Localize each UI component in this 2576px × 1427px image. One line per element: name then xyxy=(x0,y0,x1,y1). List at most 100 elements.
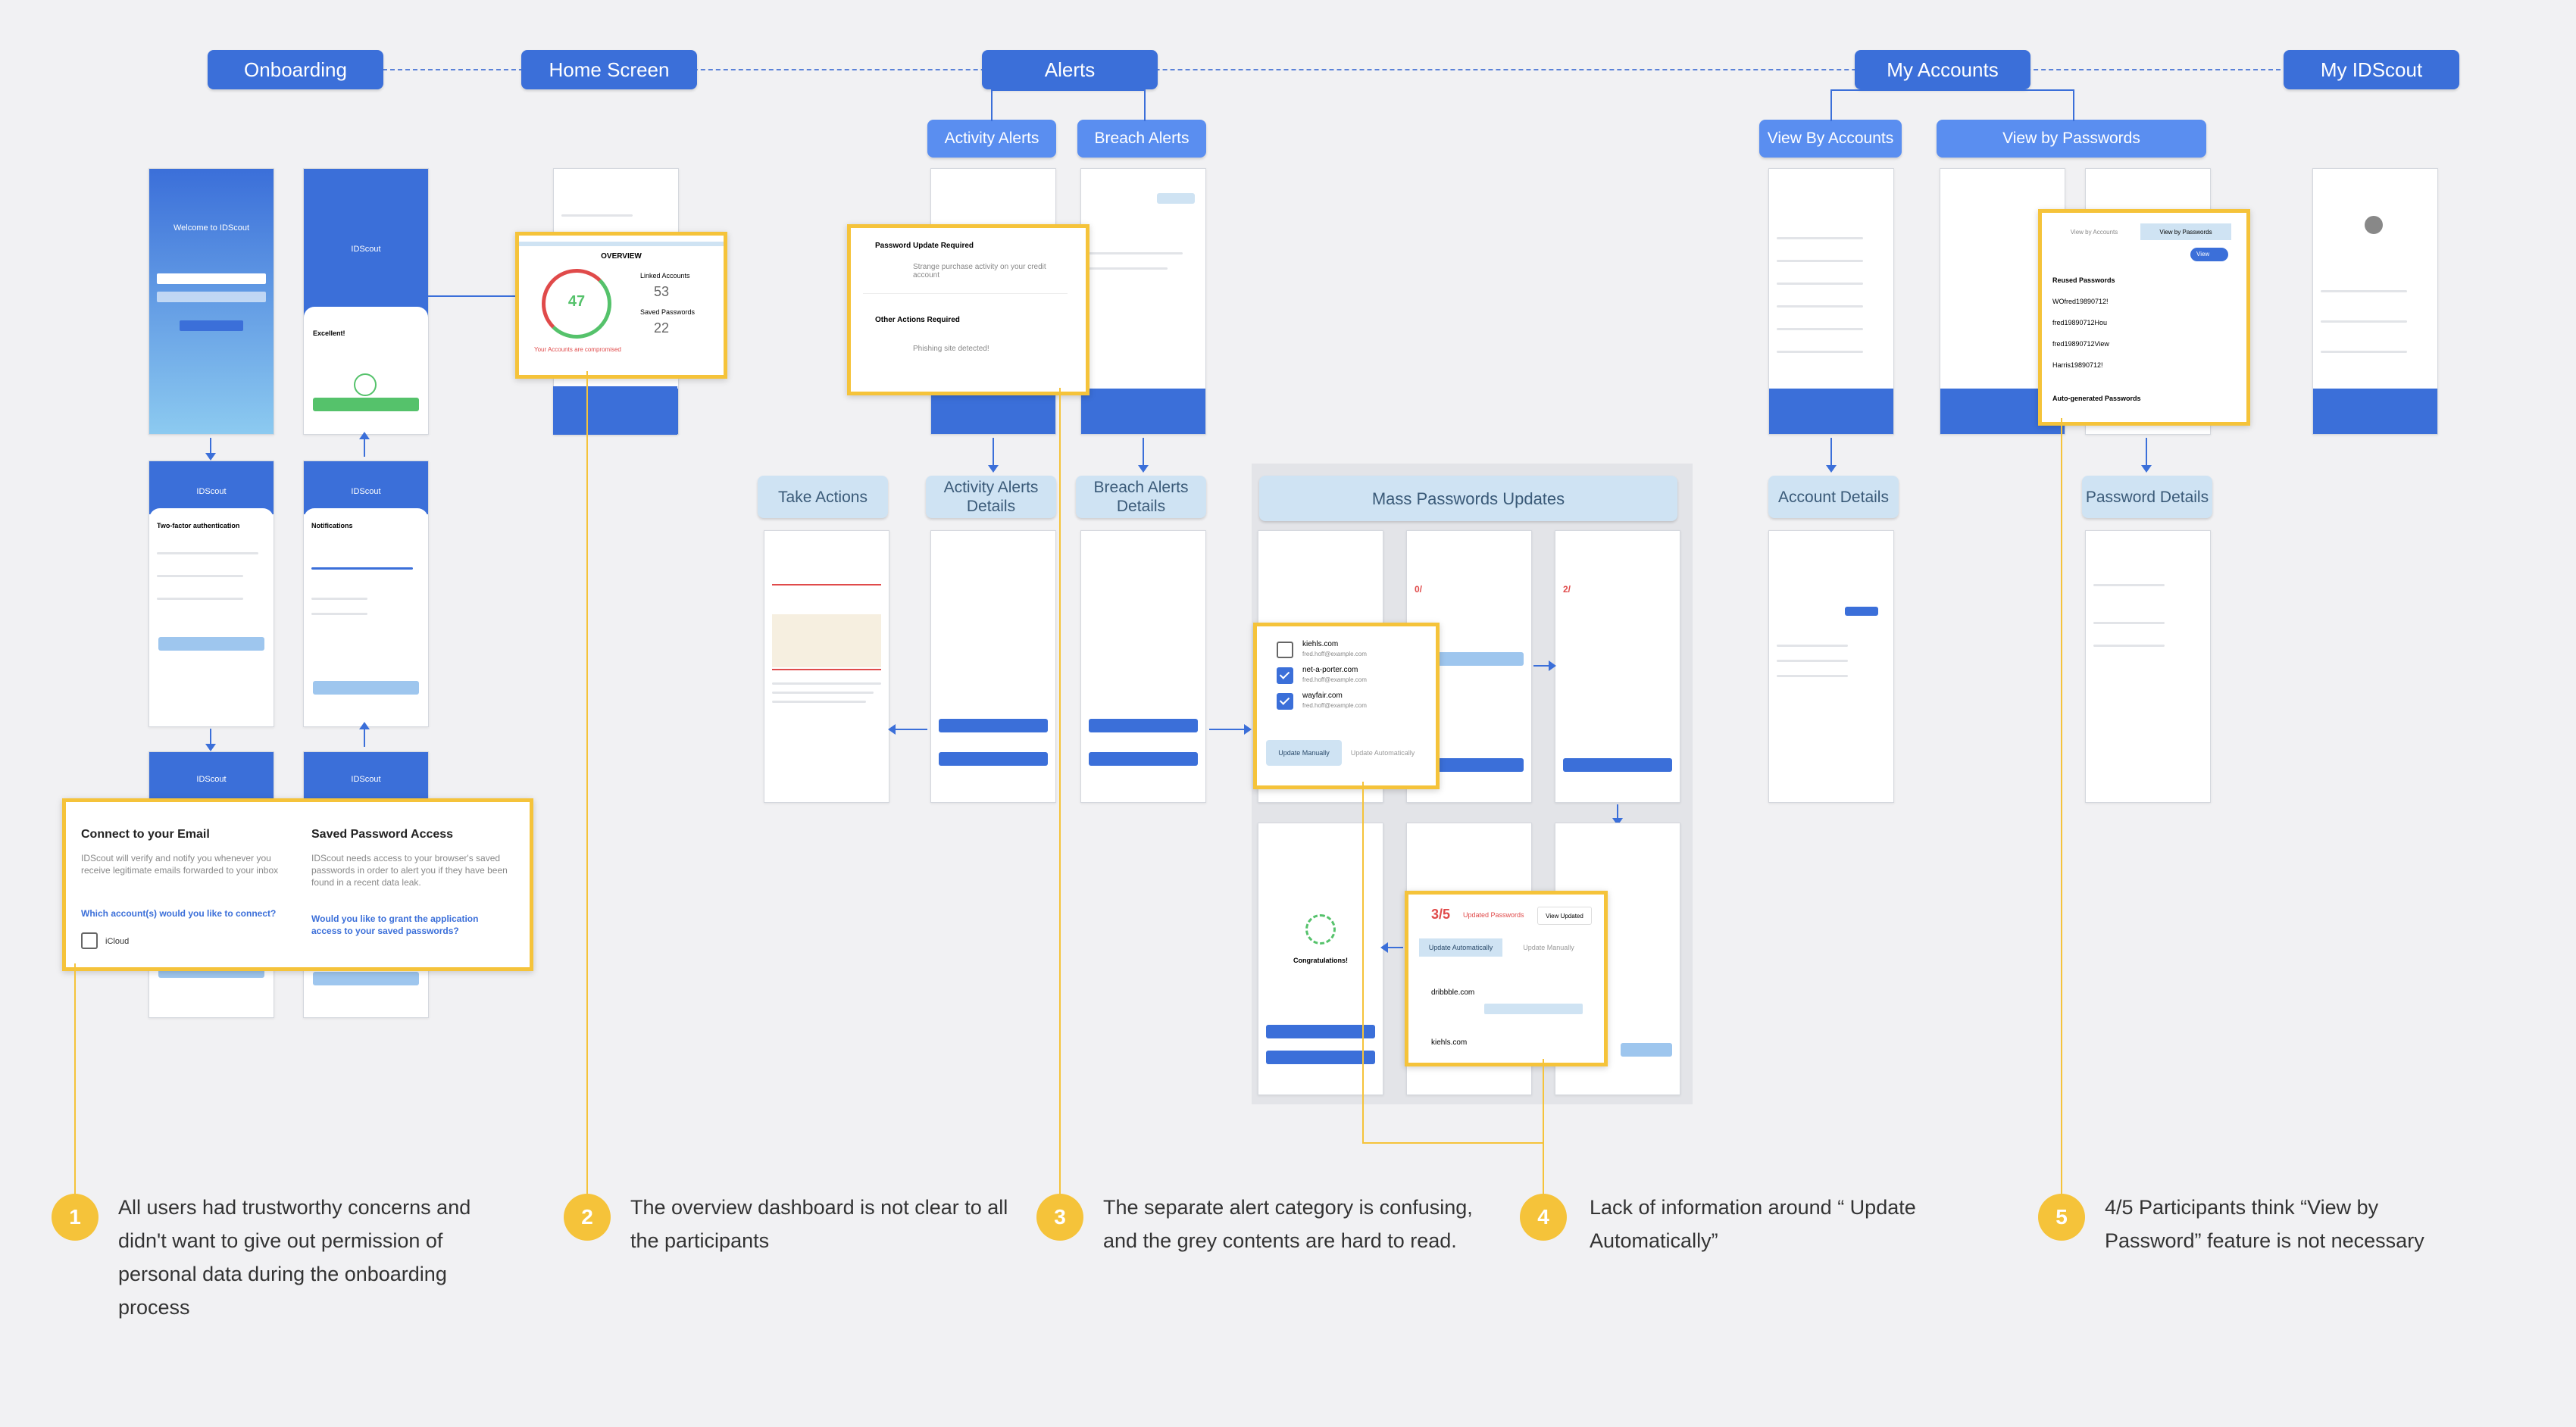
home-nav-visible[interactable] xyxy=(553,386,677,435)
save-button-2[interactable] xyxy=(1563,758,1672,772)
section-alerts[interactable]: Alerts xyxy=(982,50,1158,89)
subsection-mass-passwords-updates[interactable]: Mass Passwords Updates xyxy=(1259,476,1677,521)
reused-password-4[interactable]: Harris19890712! xyxy=(2052,361,2103,369)
ignore-breach-button[interactable] xyxy=(1089,752,1198,766)
section-my-idscout[interactable]: My IDScout xyxy=(2284,50,2459,89)
congrats-title: Congratulations! xyxy=(1293,957,1348,964)
email-brand: IDScout xyxy=(196,775,227,784)
take-action-button[interactable] xyxy=(939,719,1048,732)
update-manual-tab[interactable]: Update Manually xyxy=(1523,944,1574,951)
callout-onboarding: Connect to your Email IDScout will verif… xyxy=(62,798,533,971)
tab-view-by-accounts[interactable]: View by Accounts xyxy=(2070,228,2118,236)
two-factor-continue-button[interactable] xyxy=(158,637,264,651)
site-name-2: net-a-porter.com xyxy=(1302,666,1358,674)
screen-update-progress-2[interactable]: 2/ xyxy=(1555,530,1680,803)
screen-activity-alert-detail[interactable] xyxy=(930,530,1056,803)
tab-view-by-passwords[interactable]: View by Passwords xyxy=(2140,223,2231,240)
update-manually-button[interactable]: Update Manually xyxy=(1266,740,1342,766)
subsection-password-details[interactable]: Password Details xyxy=(2082,476,2212,518)
reused-password-2[interactable]: fred19890712Hou xyxy=(2052,319,2108,326)
update-automatically-button[interactable]: Update Automatically xyxy=(1350,749,1415,757)
my-idscout-nav[interactable] xyxy=(2313,389,2437,434)
screen-breach-alerts[interactable] xyxy=(1080,168,1206,435)
saved-password-continue-button[interactable] xyxy=(313,972,419,985)
ignore-button[interactable] xyxy=(939,752,1048,766)
excellent-title: Excellent! xyxy=(313,329,345,337)
update-count: 3/5 xyxy=(1431,907,1451,922)
screen-account-details[interactable] xyxy=(1768,530,1894,803)
section-my-accounts[interactable]: My Accounts xyxy=(1855,50,2030,89)
saved-password-body: IDScout needs access to your browser's s… xyxy=(311,853,508,888)
screen-notifications[interactable]: IDScout Notifications xyxy=(303,461,429,727)
site-checkbox-1[interactable] xyxy=(1277,642,1293,658)
welcome-input-2[interactable] xyxy=(157,292,266,302)
reused-password-3[interactable]: fred19890712View xyxy=(2052,340,2109,348)
overview-title: OVERVIEW xyxy=(601,252,642,261)
flow-arrow xyxy=(205,438,216,461)
update-passwords-button[interactable] xyxy=(1089,719,1198,732)
alert-item-2[interactable]: Phishing site detected! xyxy=(913,345,989,353)
screen-take-actions[interactable] xyxy=(764,530,889,803)
connect-email-body: IDScout will verify and notify you whene… xyxy=(81,853,279,876)
save-button-1[interactable] xyxy=(1415,758,1524,772)
other-actions-required: Other Actions Required xyxy=(875,316,960,324)
view-updated-button[interactable]: View Updated xyxy=(1537,907,1592,925)
breach-alerts-nav[interactable] xyxy=(1081,389,1205,434)
linked-accounts-label: Linked Accounts xyxy=(640,272,690,279)
icloud-checkbox[interactable] xyxy=(81,932,98,949)
notifications-continue-button[interactable] xyxy=(313,681,419,695)
subsection-account-details[interactable]: Account Details xyxy=(1768,476,1899,518)
update-go-button[interactable] xyxy=(1266,1025,1375,1038)
skip-button[interactable] xyxy=(1266,1051,1375,1064)
screen-password-details[interactable] xyxy=(2085,530,2211,803)
accounts-nav[interactable] xyxy=(1769,389,1893,434)
site-checkbox-3[interactable] xyxy=(1277,693,1293,710)
reused-password-1[interactable]: WOfred19890712! xyxy=(2052,298,2109,305)
notifications-title: Notifications xyxy=(311,522,353,529)
excellent-brand: IDScout xyxy=(351,245,381,254)
generated-password-field[interactable] xyxy=(1484,1004,1583,1014)
note-text-5: 4/5 Participants think “View by Password… xyxy=(2105,1196,2424,1252)
screen-breach-alert-detail[interactable] xyxy=(1080,530,1206,803)
screen-view-by-accounts[interactable] xyxy=(1768,168,1894,435)
screen-two-factor[interactable]: IDScout Two-factor authentication xyxy=(148,461,274,727)
screen-excellent[interactable]: IDScout Excellent! xyxy=(303,168,429,435)
callout-view-by-passwords: View by Accounts View by Passwords View … xyxy=(2038,209,2250,426)
password-update-required: Password Update Required xyxy=(875,242,974,250)
screen-my-idscout[interactable] xyxy=(2312,168,2438,435)
activity-alerts-nav[interactable] xyxy=(931,389,1055,434)
subsection-view-by-accounts[interactable]: View By Accounts xyxy=(1759,120,1902,158)
reused-passwords-heading: Reused Passwords xyxy=(2052,276,2115,284)
screen-welcome[interactable]: Welcome to IDScout xyxy=(148,168,274,435)
update-auto-tab[interactable]: Update Automatically xyxy=(1419,938,1502,957)
subsection-activity-alerts-details[interactable]: Activity Alerts Details xyxy=(926,476,1056,518)
update-auto-small[interactable] xyxy=(1621,1043,1672,1057)
subsection-breach-alerts-details[interactable]: Breach Alerts Details xyxy=(1076,476,1206,518)
welcome-input-1[interactable] xyxy=(157,273,266,284)
screen-congrats[interactable]: Congratulations! xyxy=(1258,823,1383,1095)
note-text-1: All users had trustworthy concerns and d… xyxy=(118,1196,471,1319)
excellent-next-button[interactable] xyxy=(313,398,419,411)
subsection-view-by-passwords[interactable]: View by Passwords xyxy=(1937,120,2206,158)
update-site-2: kiehls.com xyxy=(1431,1038,1468,1047)
subsection-breach-alerts[interactable]: Breach Alerts xyxy=(1077,120,1206,158)
welcome-title: Welcome to IDScout xyxy=(173,223,250,233)
accounts-branch xyxy=(1830,89,2074,121)
saved-passwords-label: Saved Passwords xyxy=(640,308,696,316)
subsection-take-actions[interactable]: Take Actions xyxy=(758,476,888,518)
view-toggle[interactable]: View xyxy=(2190,248,2228,261)
site-checkbox-2[interactable] xyxy=(1277,667,1293,684)
leader-line-3 xyxy=(1059,388,1061,1209)
success-icon xyxy=(1305,914,1336,945)
note-number-5: 5 xyxy=(2038,1194,2085,1241)
note-text-3: The separate alert category is confusing… xyxy=(1103,1196,1473,1252)
alert-item-1[interactable]: Strange purchase activity on your credit… xyxy=(913,263,1046,279)
site-email-3: fred.hoff@example.com xyxy=(1302,702,1367,709)
note-number-1: 1 xyxy=(52,1194,98,1241)
section-home-screen[interactable]: Home Screen xyxy=(521,50,697,89)
section-onboarding[interactable]: Onboarding xyxy=(208,50,383,89)
site-name-3: wayfair.com xyxy=(1302,692,1343,700)
welcome-signin-button[interactable] xyxy=(180,320,243,331)
subsection-activity-alerts[interactable]: Activity Alerts xyxy=(927,120,1056,158)
update-site-1: dribbble.com xyxy=(1431,988,1475,997)
